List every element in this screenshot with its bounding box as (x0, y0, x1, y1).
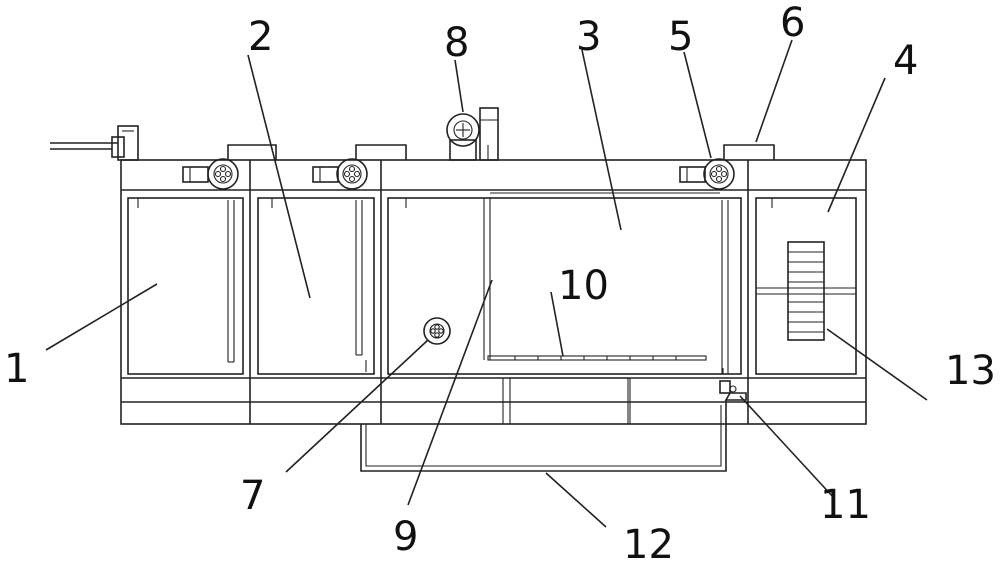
blower (446, 107, 499, 161)
label-11: 11 (820, 482, 871, 528)
motor-1 (182, 158, 239, 190)
label-5: 5 (668, 14, 693, 60)
compartment-1 (127, 197, 244, 375)
label-6: 6 (780, 0, 805, 46)
aeration-tube (487, 355, 707, 361)
label-10: 10 (558, 263, 609, 309)
label-1: 1 (4, 346, 29, 392)
compartment-2 (257, 197, 375, 375)
label-9: 9 (393, 514, 418, 560)
label-12: 12 (623, 522, 674, 568)
label-7: 7 (240, 473, 265, 519)
agitator (423, 317, 451, 345)
feed-inlet (50, 125, 139, 161)
compartment-3 (387, 192, 742, 375)
label-2: 2 (248, 14, 273, 60)
tank-body (120, 159, 867, 425)
label-3: 3 (576, 14, 601, 60)
label-8: 8 (444, 20, 469, 66)
pump-valve (719, 380, 747, 401)
motor-2 (312, 158, 368, 190)
leader-lines (45, 39, 928, 528)
label-4: 4 (893, 38, 918, 84)
filter-stack (787, 241, 825, 341)
motor-3 (679, 158, 735, 190)
compartment-4 (755, 197, 857, 375)
label-13: 13 (945, 348, 996, 394)
top-covers (227, 144, 775, 160)
return-pipe (360, 400, 727, 472)
